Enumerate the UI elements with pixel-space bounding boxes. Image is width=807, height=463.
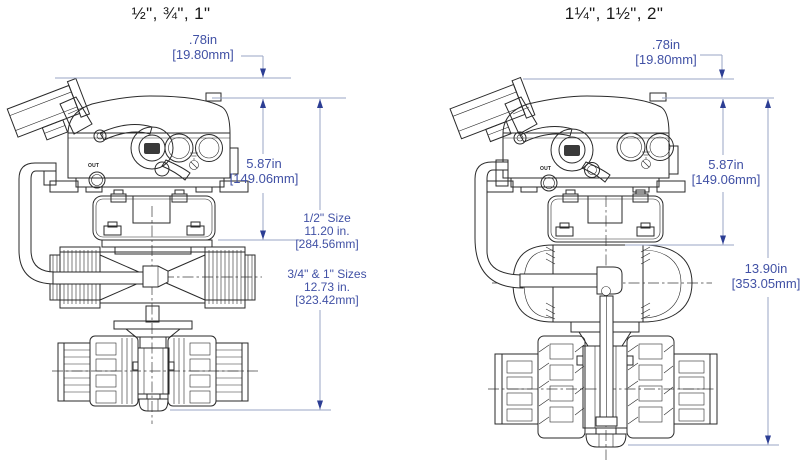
right-top-offset-dimension: .78in [19.80mm] bbox=[635, 37, 696, 67]
half-inch-size-dimension: 1/2" Size 11.20 in. [284.56mm] bbox=[295, 212, 358, 251]
right-actuator-height-dimension: 5.87in [149.06mm] bbox=[692, 157, 761, 187]
logo-mark bbox=[564, 145, 580, 156]
right-pilot-gauge bbox=[449, 76, 536, 143]
three-quarter-one-inch-size-dimension: 3/4" & 1" Sizes 12.73 in. [323.42mm] bbox=[287, 268, 366, 307]
right-out-port-label: OUT bbox=[540, 166, 552, 172]
ground-symbol bbox=[641, 151, 651, 169]
left-size-title: ½", ¾", 1" bbox=[131, 4, 211, 23]
left-top-offset-dimension: .78in [19.80mm] bbox=[172, 32, 233, 62]
right-valve-drawing bbox=[449, 76, 718, 460]
dimension-mm: [284.56mm] bbox=[295, 237, 359, 251]
logo-mark bbox=[144, 143, 160, 154]
size-label: 3/4" & 1" Sizes bbox=[287, 267, 367, 281]
cylinder-fins bbox=[545, 246, 651, 320]
dimension-inches: .78in bbox=[188, 32, 218, 47]
dimension-inches: 5.87in bbox=[708, 157, 744, 172]
dimension-mm: [149.06mm] bbox=[229, 171, 299, 186]
right-size-title: 1¼", 1½", 2" bbox=[564, 4, 664, 23]
dimension-mm: [19.80mm] bbox=[172, 47, 234, 62]
dimension-mm: [323.42mm] bbox=[295, 293, 359, 307]
dimension-inches: 11.20 in. bbox=[304, 224, 350, 238]
dimension-mm: [19.80mm] bbox=[635, 52, 697, 67]
left-valve-drawing bbox=[6, 77, 262, 424]
dimension-inches: .78in bbox=[651, 37, 681, 52]
left-actuator-height-dimension: 5.87in [149.06mm] bbox=[230, 156, 299, 186]
right-overall-height-dimension: 13.90in [353.05mm] bbox=[732, 261, 801, 291]
dimension-inches: 5.87in bbox=[246, 156, 282, 171]
dimension-mm: [149.06mm] bbox=[691, 172, 761, 187]
ground-symbol bbox=[189, 152, 199, 170]
dimension-mm: [353.05mm] bbox=[731, 276, 801, 291]
size-label: 1/2" Size bbox=[303, 211, 351, 225]
left-pilot-gauge bbox=[6, 77, 91, 141]
dimension-inches: 13.90in bbox=[744, 261, 788, 276]
left-out-port-label: OUT bbox=[88, 163, 100, 169]
dimension-lines bbox=[55, 54, 779, 446]
dimension-inches: 12.73 in. bbox=[303, 280, 351, 294]
